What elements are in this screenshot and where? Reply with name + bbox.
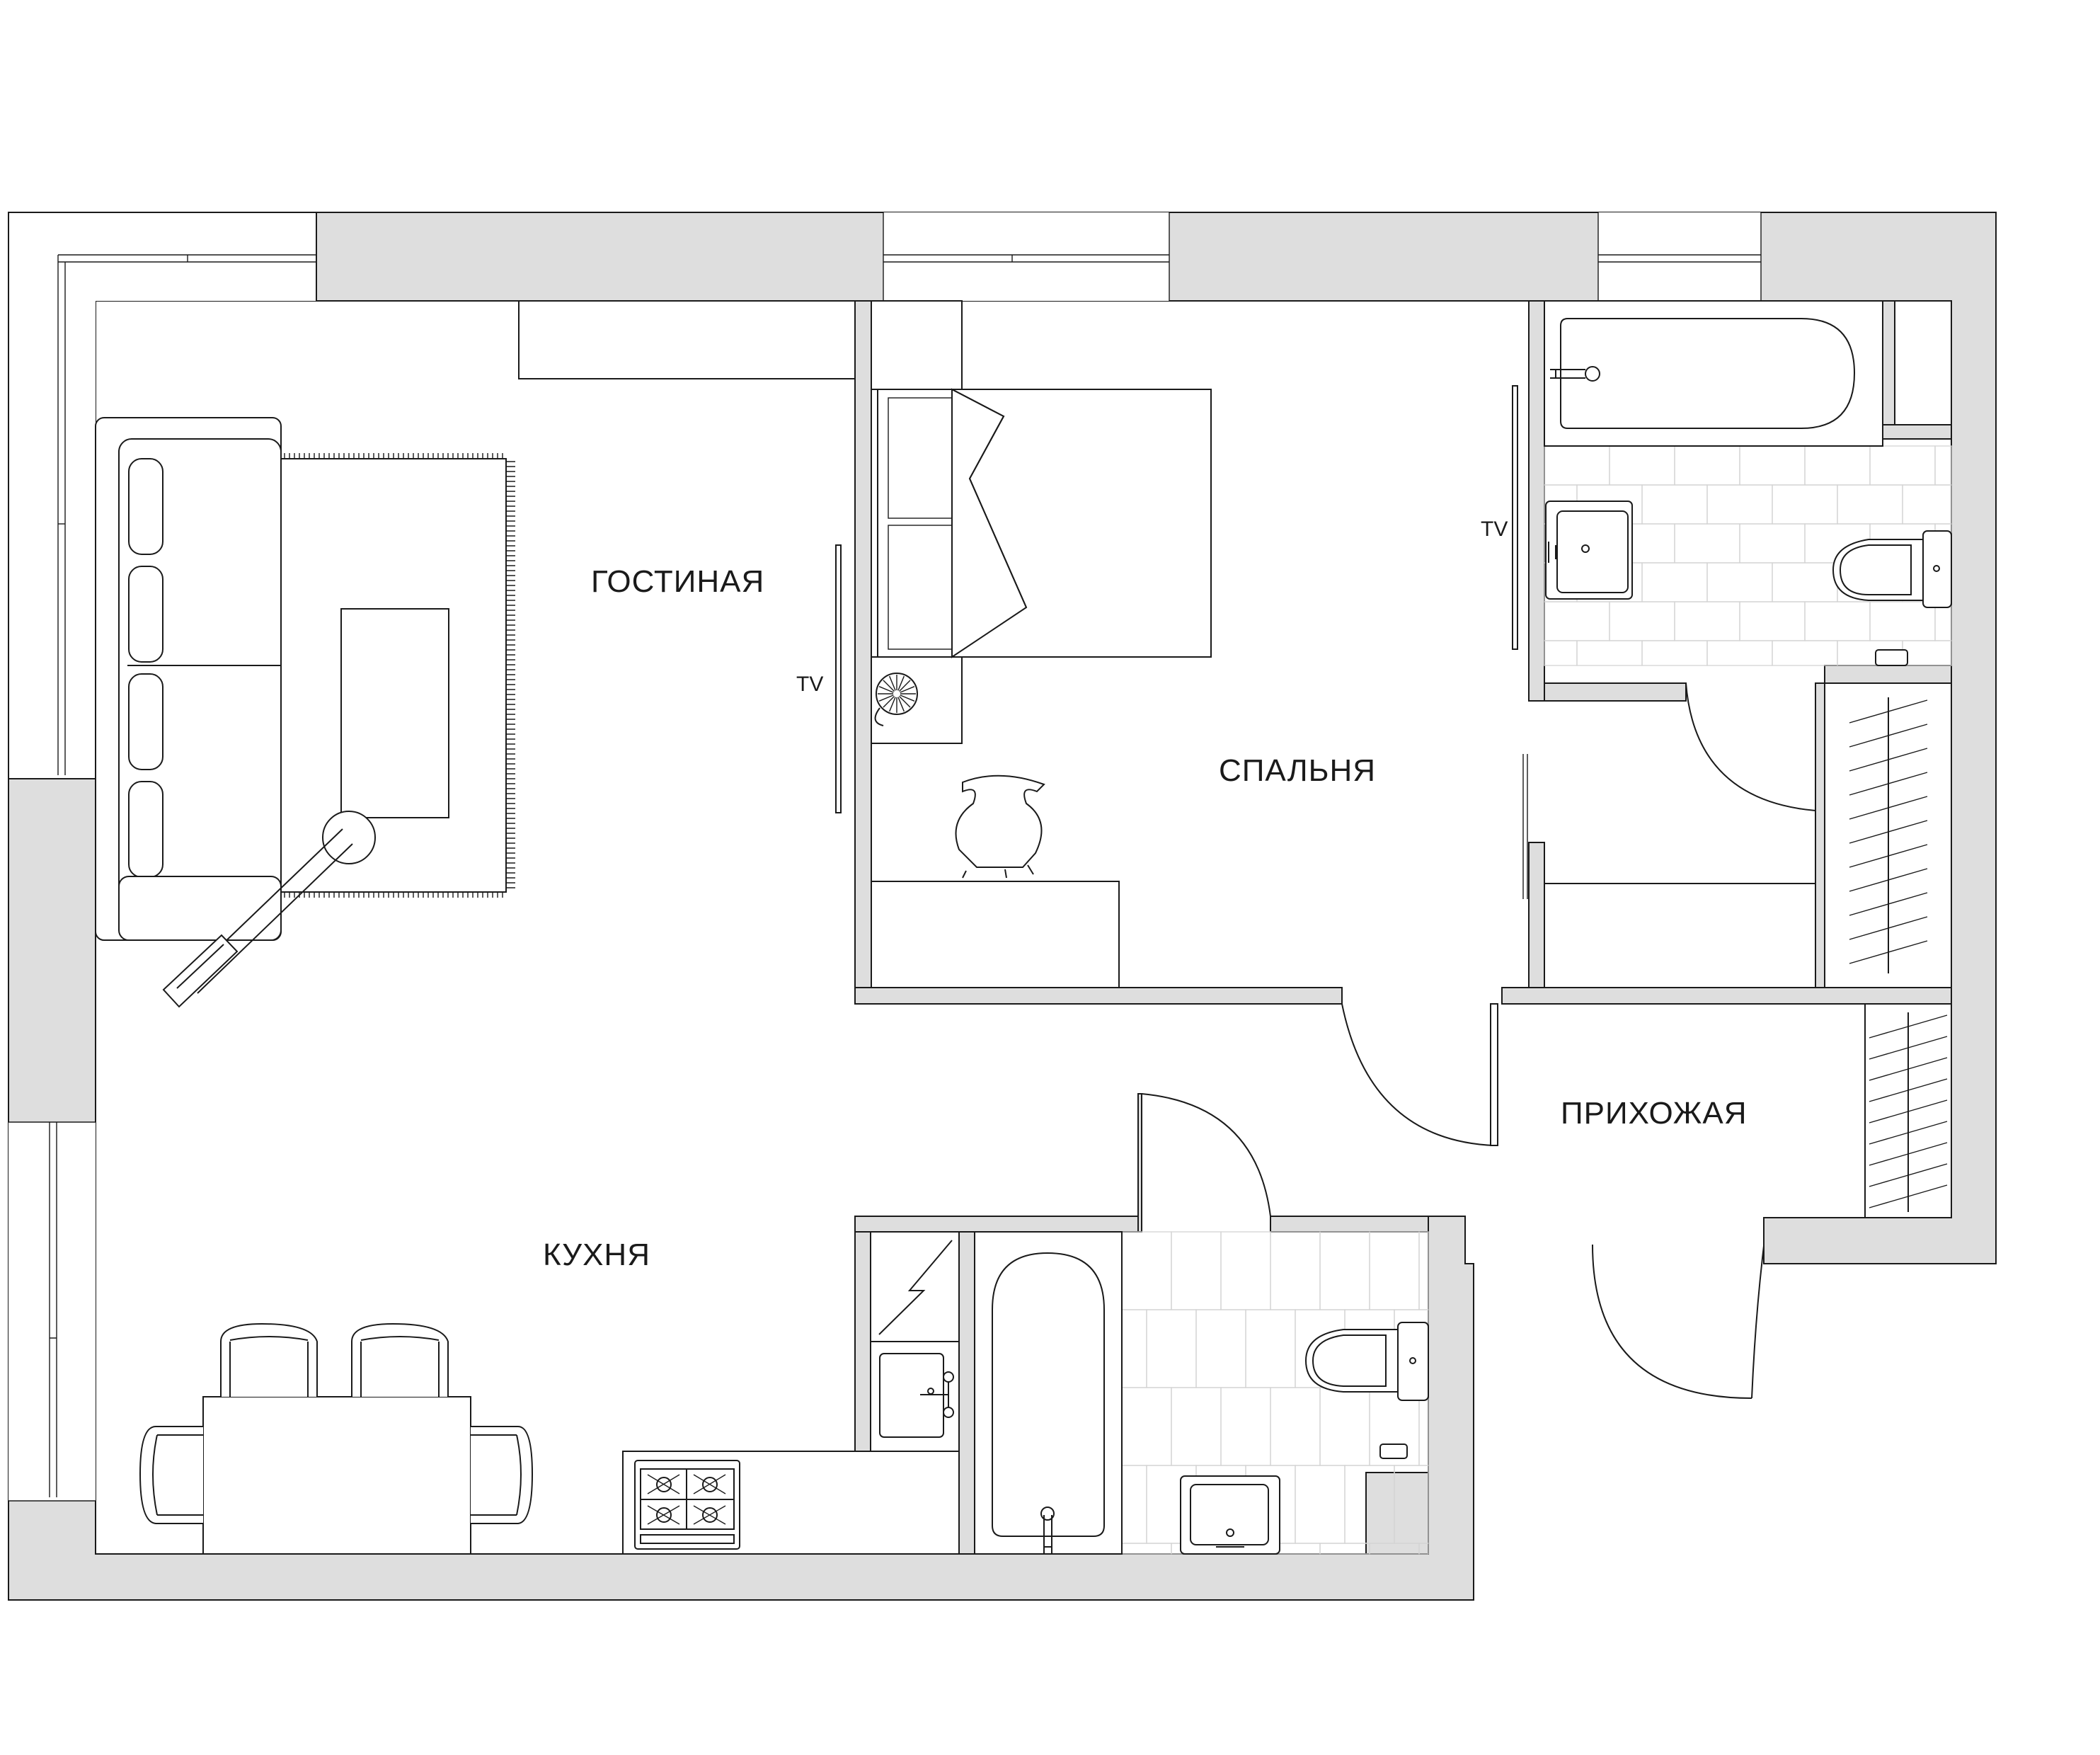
nightstand-top bbox=[877, 389, 962, 658]
sink-2 bbox=[1180, 1475, 1280, 1555]
hallway: ПРИХОЖАЯ bbox=[1522, 682, 1952, 1399]
bedroom-door[interactable] bbox=[1341, 1003, 1498, 1146]
wardrobe-hallway-hangers bbox=[1869, 1012, 1948, 1212]
dining-chair-left bbox=[139, 1426, 203, 1524]
coffee-table bbox=[340, 608, 449, 818]
living-room: TV ГОСТИНАЯ bbox=[95, 300, 856, 1008]
bedroom-tv bbox=[1512, 385, 1518, 650]
exterior-walls bbox=[8, 212, 1997, 1601]
kitchen-label: КУХНЯ bbox=[543, 1237, 650, 1272]
fan-icon bbox=[874, 673, 918, 726]
boiler bbox=[870, 1231, 960, 1342]
interior-walls bbox=[854, 300, 1952, 1555]
dining-table bbox=[202, 1396, 471, 1555]
bathroom-2 bbox=[974, 1093, 1429, 1555]
windows bbox=[8, 212, 1762, 1502]
desk-chair bbox=[955, 774, 1045, 879]
sink-1 bbox=[1545, 501, 1633, 600]
living-tv bbox=[835, 544, 842, 813]
outer-wall bbox=[8, 212, 1997, 1601]
dining-chair-top-left bbox=[220, 1322, 318, 1397]
bathtub-2 bbox=[974, 1231, 1123, 1555]
bathtub-1 bbox=[1544, 300, 1883, 447]
bedroom-label: СПАЛЬНЯ bbox=[1219, 753, 1376, 788]
hallway-label: ПРИХОЖАЯ bbox=[1561, 1096, 1748, 1131]
bedroom: TV СПАЛЬНЯ bbox=[871, 300, 1518, 1146]
entrance-door[interactable] bbox=[1592, 1244, 1765, 1399]
wall-cabinet bbox=[518, 300, 856, 379]
kitchen: КУХНЯ bbox=[139, 1231, 960, 1555]
bathroom-1 bbox=[1544, 300, 1952, 811]
desk bbox=[871, 881, 1120, 988]
floor-lamp bbox=[162, 811, 376, 1008]
toilet-2 bbox=[1304, 1322, 1429, 1401]
kitchen-sink bbox=[870, 1341, 960, 1452]
toilet-1 bbox=[1832, 530, 1952, 608]
living-tv-label: TV bbox=[796, 673, 823, 696]
sofa bbox=[95, 417, 282, 941]
dining-chair-right bbox=[471, 1426, 534, 1524]
bedroom-wardrobe bbox=[871, 300, 963, 390]
stove bbox=[634, 1460, 740, 1550]
wardrobe-bedroom-hangers bbox=[1849, 697, 1928, 973]
bathroom-2-door[interactable] bbox=[1141, 1093, 1271, 1217]
dining-chair-top-right bbox=[351, 1322, 449, 1397]
bedroom-tv-label: TV bbox=[1481, 518, 1508, 541]
bathroom-1-door[interactable] bbox=[1685, 682, 1816, 811]
living-room-label: ГОСТИНАЯ bbox=[591, 564, 764, 599]
